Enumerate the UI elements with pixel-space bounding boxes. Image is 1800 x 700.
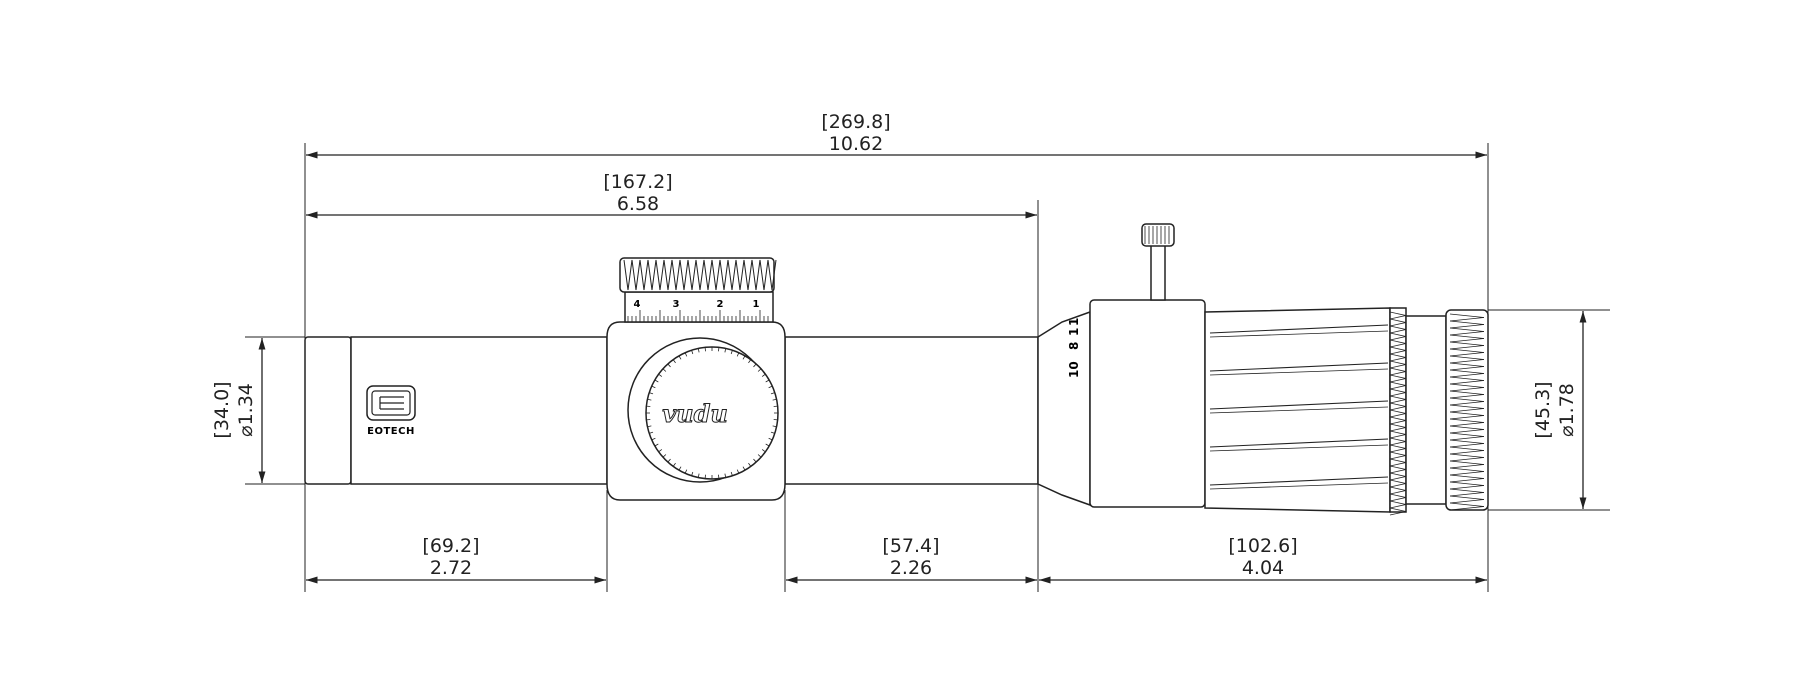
turret-scale-3: 3: [673, 299, 680, 310]
magnification-markings: 10 8 1 1: [1067, 318, 1081, 378]
rear-mount-mm: [57.4]: [882, 535, 939, 557]
dimension-labels: [269.8] 10.62 [167.2] 6.58 [69.2] 2.72 […: [211, 111, 1578, 579]
diopter-gap: [1405, 315, 1447, 505]
eyepiece-serrations: [1389, 311, 1407, 516]
tube-diameter-in: ⌀1.34: [235, 383, 257, 437]
brand-label: EOTECH: [367, 426, 415, 437]
turret-scale-ticks: [627, 310, 769, 322]
eotech-logo: [366, 385, 416, 421]
overall-length-in: 10.62: [829, 133, 883, 155]
eyepiece-diameter-in: ⌀1.78: [1556, 383, 1578, 437]
throw-lever-post: [1150, 244, 1166, 301]
svg-text:1: 1: [1067, 318, 1081, 326]
svg-text:10: 10: [1067, 361, 1081, 378]
turret-knurl: [623, 259, 777, 291]
front-mount-mm: [69.2]: [422, 535, 479, 557]
turret-scale-band: [624, 291, 774, 323]
eyepiece-diameter-mm: [45.3]: [1532, 381, 1554, 438]
front-length-in: 6.58: [617, 193, 659, 215]
turret-scale-2: 2: [717, 299, 724, 310]
eyepiece-length-mm: [102.6]: [1228, 535, 1297, 557]
eyepiece-length-in: 4.04: [1242, 557, 1284, 579]
svg-text:8: 8: [1067, 342, 1081, 350]
eyepiece-flutes: [1209, 324, 1389, 490]
tube-diameter-mm: [34.0]: [211, 381, 233, 438]
front-length-mm: [167.2]: [603, 171, 672, 193]
magnification-ring[interactable]: [1089, 299, 1206, 508]
side-knob-knurl: [646, 347, 778, 479]
rear-mount-in: 2.26: [890, 557, 932, 579]
throw-lever-knob[interactable]: [1141, 223, 1175, 247]
tube-taper: [1037, 310, 1091, 507]
diopter-knurl: [1449, 313, 1485, 511]
turret-scale-1: 1: [753, 299, 760, 310]
front-mount-in: 2.72: [430, 557, 472, 579]
scope-body: 4 3 2 1 vudu EOTECH 10 8 1 1: [304, 223, 1489, 516]
throw-lever-knurl: [1144, 226, 1170, 244]
turret-logo: vudu: [662, 399, 728, 428]
svg-text:1: 1: [1067, 328, 1081, 336]
objective-ring: [304, 336, 352, 485]
dimension-lines: [258, 151, 1587, 584]
overall-length-mm: [269.8]: [821, 111, 890, 133]
rear-tube: [784, 336, 1039, 485]
turret-scale-4: 4: [634, 299, 641, 310]
